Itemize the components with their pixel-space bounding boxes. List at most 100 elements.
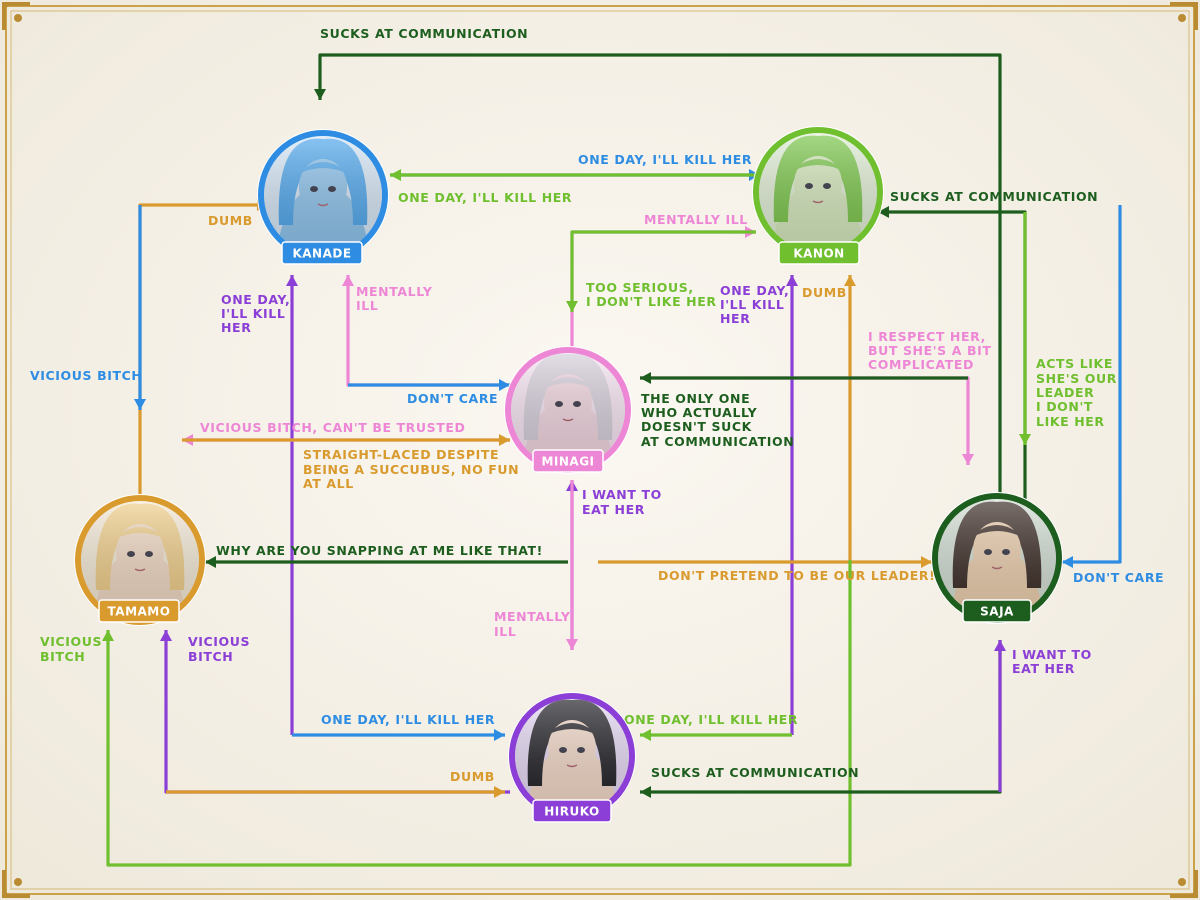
character-name: HIRUKO xyxy=(544,805,599,819)
character-name: MINAGI xyxy=(541,455,594,469)
arrow-kanade-to-hiruko xyxy=(292,729,505,741)
relation-label-line: DON'T CARE xyxy=(1073,570,1164,585)
character-name: TAMAMO xyxy=(108,605,171,619)
arrow-hiruko-to-saja xyxy=(994,640,1006,792)
label-kanon-to-kanade: ONE DAY, I'LL KILL HER xyxy=(398,190,572,205)
arrow-tamamo-to-saja xyxy=(598,556,932,568)
character-name: KANADE xyxy=(292,247,351,261)
relation-label-line: ILL xyxy=(356,298,378,313)
arrow-kanon-to-saja xyxy=(1019,212,1031,445)
arrow-hiruko-to-kanon xyxy=(786,275,798,735)
relation-label-line: WHO ACTUALLY xyxy=(641,405,758,420)
relation-label-line: I DON'T LIKE HER xyxy=(586,294,717,309)
relation-label-line: DUMB xyxy=(208,213,253,228)
relation-label-line: ACTS LIKE xyxy=(1036,356,1113,371)
relation-label-line: I'LL KILL xyxy=(221,306,285,321)
relation-label-line: I WANT TO xyxy=(582,487,662,502)
relation-label-line: BITCH xyxy=(188,649,233,664)
relation-label-line: LEADER xyxy=(1036,385,1094,400)
arrow-kanade-to-saja xyxy=(1062,205,1122,568)
relation-label-line: ONE DAY, I'LL KILL HER xyxy=(321,712,495,727)
character-node-kanon: KANON xyxy=(752,126,884,265)
relation-label-line: DUMB xyxy=(802,285,847,300)
relation-label-line: I WANT TO xyxy=(1012,647,1092,662)
name-badge-kanon: KANON xyxy=(778,241,860,265)
relation-label-line: SUCKS AT COMMUNICATION xyxy=(890,189,1098,204)
relation-label-line: LIKE HER xyxy=(1036,414,1105,429)
relation-label-line: TOO SERIOUS, xyxy=(586,280,694,295)
frame-corner-ornament-bottom-left xyxy=(2,870,30,898)
name-badge-tamamo: TAMAMO xyxy=(98,599,180,623)
arrow-minagi-to-hiruko xyxy=(566,480,578,650)
frame-corner-ornament-top-right xyxy=(1170,2,1198,30)
arrow-kanade-to-minagi xyxy=(348,379,510,391)
character-node-tamamo: TAMAMO xyxy=(74,494,206,626)
relation-label-line: DUMB xyxy=(450,769,495,784)
label-saja-to-kanade: SUCKS AT COMMUNICATION xyxy=(320,26,528,41)
arrow-kanon-to-hiruko xyxy=(640,729,792,741)
relation-label-line: BUT SHE'S A BIT xyxy=(868,343,991,358)
arrow-kanon-to-tamamo xyxy=(102,560,852,867)
relation-label-line: MENTALLY xyxy=(494,609,571,624)
relation-label-line: HER xyxy=(221,320,251,335)
arrow-tamamo-to-minagi xyxy=(182,434,510,446)
arrow-saja-to-minagi xyxy=(640,372,968,384)
label-saja-to-tamamo: WHY ARE YOU SNAPPING AT ME LIKE THAT! xyxy=(216,543,542,558)
relation-label-line: SHE'S OUR xyxy=(1036,371,1117,386)
label-minagi-to-kanon: MENTALLY ILL xyxy=(644,212,747,227)
arrow-kanon-to-minagi xyxy=(566,230,756,312)
relation-label-line: BEING A SUCCUBUS, NO FUN xyxy=(303,462,519,477)
relation-label-line: ONE DAY, xyxy=(221,292,290,307)
label-saja-to-kanon: SUCKS AT COMMUNICATION xyxy=(890,189,1098,204)
relation-label-line: ONE DAY, I'LL KILL HER xyxy=(398,190,572,205)
character-node-saja: SAJA xyxy=(931,492,1063,624)
relation-label-line: MENTALLY xyxy=(356,284,433,299)
character-name: KANON xyxy=(793,247,844,261)
relation-label-line: I'LL KILL xyxy=(720,297,784,312)
relation-label-line: DON'T PRETEND TO BE OUR LEADER! xyxy=(658,568,935,583)
arrow-tamamo-to-hiruko xyxy=(166,786,505,798)
portrait-tamamo-image xyxy=(81,501,199,619)
relationship-arrows xyxy=(102,53,1122,867)
relation-label-line: I DON'T xyxy=(1036,399,1093,414)
label-tamamo-to-hiruko: DUMB xyxy=(450,769,495,784)
name-badge-saja: SAJA xyxy=(962,599,1032,623)
relation-label-line: VICIOUS BITCH xyxy=(30,368,142,383)
relation-label-line: ILL xyxy=(494,624,516,639)
label-minagi-to-tamamo: VICIOUS BITCH, CAN'T BE TRUSTED xyxy=(200,420,465,435)
label-kanon-to-hiruko: ONE DAY, I'LL KILL HER xyxy=(624,712,798,727)
arrow-kanade-to-tamamo xyxy=(134,205,146,410)
relation-label-line: COMPLICATED xyxy=(868,357,974,372)
label-kanade-to-saja: DON'T CARE xyxy=(1073,570,1164,585)
relation-label-line: ONE DAY, I'LL KILL HER xyxy=(578,152,752,167)
character-name: SAJA xyxy=(980,605,1014,619)
character-nodes: KANADE KANON MINAGI TAMAMO SAJA HIRUKO xyxy=(74,126,1063,823)
label-tamamo-to-kanade: DUMB xyxy=(208,213,253,228)
name-badge-minagi: MINAGI xyxy=(532,449,604,473)
label-tamamo-to-saja: DON'T PRETEND TO BE OUR LEADER! xyxy=(658,568,935,583)
relation-label-line: STRAIGHT-LACED DESPITE xyxy=(303,447,499,462)
relation-label-line: THE ONLY ONE xyxy=(641,391,750,406)
relation-label-line: SUCKS AT COMMUNICATION xyxy=(320,26,528,41)
relation-label-line: I RESPECT HER, xyxy=(868,329,986,344)
character-node-kanade: KANADE xyxy=(257,129,389,265)
character-node-hiruko: HIRUKO xyxy=(508,692,636,823)
arrow-saja-to-tamamo xyxy=(205,556,568,568)
relationship-labels: SUCKS AT COMMUNICATION ONE DAY, I'LL KILL… xyxy=(30,26,1164,784)
arrow-saja-to-kanade xyxy=(314,53,1002,525)
relation-label-line: EAT HER xyxy=(582,502,645,517)
relation-label-line: AT ALL xyxy=(303,476,354,491)
frame-corner-ornament-bottom-right xyxy=(1170,870,1198,898)
label-tamamo-to-kanon: DUMB xyxy=(802,285,847,300)
label-kanade-to-hiruko: ONE DAY, I'LL KILL HER xyxy=(321,712,495,727)
